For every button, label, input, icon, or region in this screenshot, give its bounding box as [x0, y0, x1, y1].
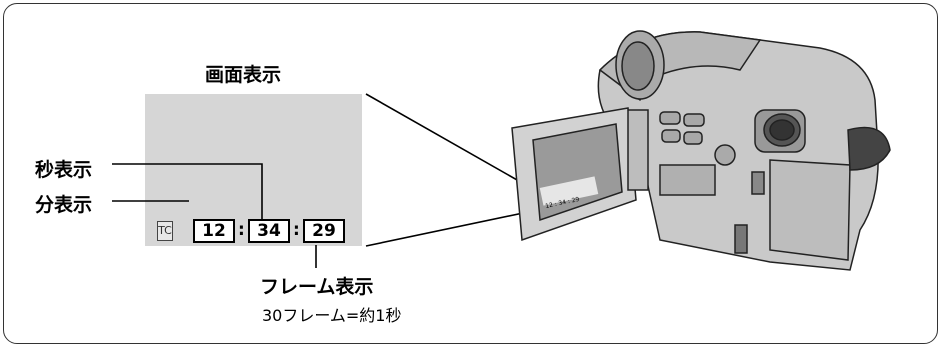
screen-display-title: 画面表示 — [205, 64, 282, 86]
speaker-grille — [659, 164, 716, 196]
strap — [847, 126, 891, 171]
leader-lines — [112, 93, 548, 268]
diagram-frame — [3, 3, 938, 344]
timecode-separator: : — [238, 220, 245, 240]
timecode-minutes: 12 — [193, 219, 235, 243]
screen-leader-line-bottom — [365, 207, 548, 247]
seconds-leader-line — [112, 163, 263, 221]
lcd-panel — [511, 107, 649, 242]
timecode-separator: : — [293, 220, 300, 240]
frame-rate-note: 30フレーム=約1秒 — [262, 306, 402, 325]
timecode-frames: 29 — [303, 219, 345, 243]
seconds-display-label: 秒表示 — [35, 159, 93, 181]
timecode-seconds: 34 — [248, 219, 290, 243]
timecode-icon: TC — [157, 221, 173, 241]
minutes-display-label: 分表示 — [35, 194, 93, 216]
frame-display-label: フレーム表示 — [260, 276, 374, 298]
camcorder-body — [597, 30, 891, 271]
